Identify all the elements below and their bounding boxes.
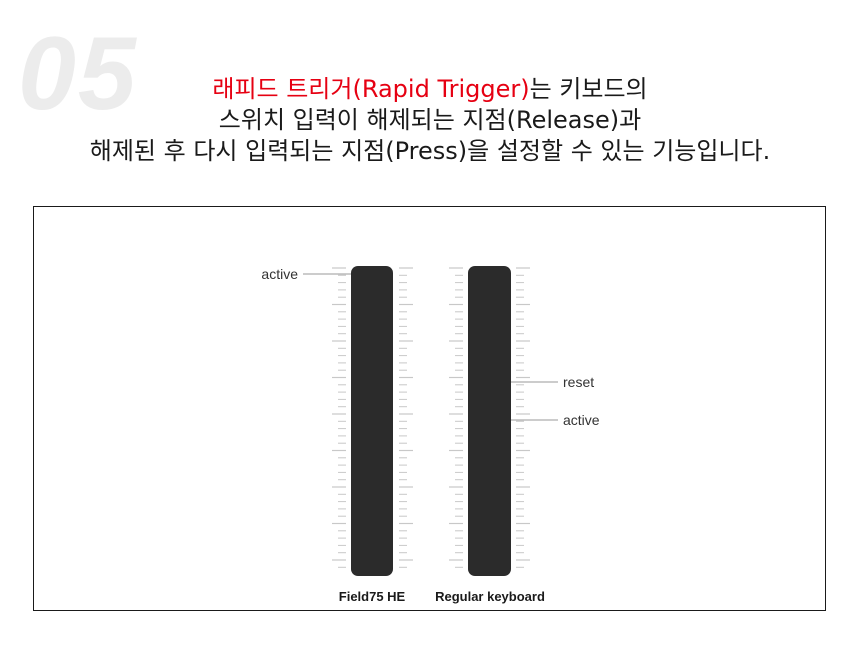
diagram-frame	[33, 206, 826, 611]
headline-line-1: 래피드 트리거(Rapid Trigger)는 키보드의	[0, 74, 860, 105]
key-caption-regular: Regular keyboard	[435, 589, 545, 604]
marker-label-field75-active: active	[261, 266, 298, 282]
marker-label-regular-active: active	[563, 412, 600, 428]
key-bar-field75	[351, 266, 393, 576]
headline-line-2: 스위치 입력이 해제되는 지점(Release)과	[218, 106, 642, 134]
headline-line-1-rest: 는 키보드의	[529, 75, 648, 103]
step-number: 05	[18, 16, 138, 132]
key-bar-regular	[468, 266, 511, 576]
tick-scales	[332, 267, 530, 568]
headline-line-3: 해제된 후 다시 입력되는 지점(Press)을 설정할 수 있는 기능입니다.	[89, 137, 771, 165]
key-caption-field75: Field75 HE	[339, 589, 406, 604]
marker-label-regular-reset: reset	[563, 374, 594, 390]
headline-accent: 래피드 트리거(Rapid Trigger)	[212, 75, 530, 103]
headline: 래피드 트리거(Rapid Trigger)는 키보드의 스위치 입력이 해제되…	[0, 74, 860, 167]
